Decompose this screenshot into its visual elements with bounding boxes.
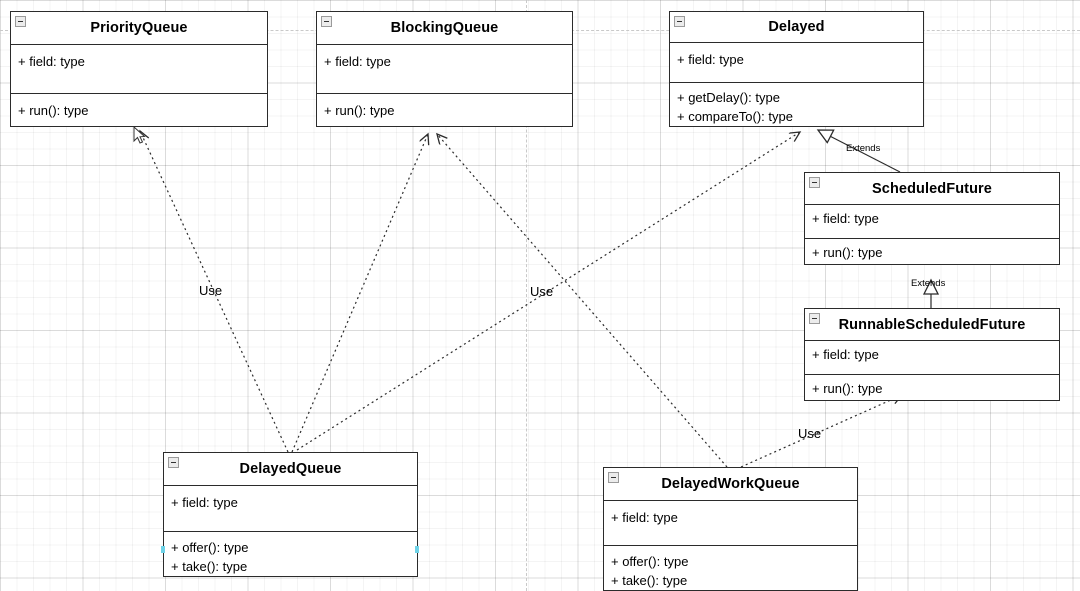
edge-label-use-runnablescheduledfuture: Use (798, 426, 822, 441)
class-methods-priority-queue: + run(): type (11, 92, 267, 127)
class-field: + field: type (611, 509, 678, 525)
class-header-delayed-work-queue: DelayedWorkQueue (604, 468, 857, 501)
class-methods-runnable-scheduled-future: + run(): type (805, 373, 1059, 401)
class-box-priority-queue[interactable]: PriorityQueue + field: type + run(): typ… (10, 11, 268, 127)
mouse-cursor (133, 126, 146, 144)
class-method: + take(): type (611, 573, 688, 588)
class-header-delayed-queue: DelayedQueue (164, 453, 417, 486)
class-method: + take(): type (171, 559, 248, 574)
edge-label-use-priorityqueue: Use (199, 283, 223, 298)
class-method: + run(): type (18, 102, 89, 118)
collapse-icon[interactable] (809, 177, 820, 188)
edge-delayedworkqueue-uses-blockingqueue-line (437, 134, 728, 468)
class-method: + offer(): type (611, 554, 689, 569)
class-name: RunnableScheduledFuture (838, 316, 1026, 333)
edge-label-use-delayed: Use (530, 284, 554, 299)
class-fields-delayed-queue: + field: type (164, 486, 417, 531)
selection-handle-right[interactable] (415, 546, 419, 553)
class-method: + run(): type (812, 380, 883, 396)
class-box-blocking-queue[interactable]: BlockingQueue + field: type + run(): typ… (316, 11, 573, 127)
class-header-delayed: Delayed (670, 12, 923, 44)
class-field: + field: type (324, 54, 391, 69)
edge-label-extends-scheduledfuture: Extends (911, 278, 946, 289)
class-method: + offer(): type (171, 540, 249, 555)
class-methods-delayed-work-queue: + offer(): type + take(): type (604, 545, 857, 590)
class-method: + getDelay(): type (677, 90, 780, 105)
class-methods-blocking-queue: + run(): type (317, 92, 572, 127)
collapse-icon[interactable] (168, 457, 179, 468)
class-box-runnable-scheduled-future[interactable]: RunnableScheduledFuture + field: type + … (804, 308, 1060, 401)
class-methods-delayed-queue: + offer(): type + take(): type (164, 531, 417, 576)
class-methods-scheduled-future: + run(): type (805, 237, 1059, 265)
class-field: + field: type (171, 495, 238, 510)
class-method: + run(): type (324, 102, 395, 118)
class-fields-blocking-queue: + field: type (317, 45, 572, 93)
class-fields-scheduled-future: + field: type (805, 205, 1059, 238)
class-header-blocking-queue: BlockingQueue (317, 12, 572, 45)
class-box-delayed-work-queue[interactable]: DelayedWorkQueue + field: type + offer()… (603, 467, 858, 591)
selection-handle-left[interactable] (161, 546, 165, 553)
class-header-runnable-scheduled-future: RunnableScheduledFuture (805, 309, 1059, 341)
class-name: PriorityQueue (90, 20, 188, 36)
class-field: + field: type (18, 54, 85, 69)
class-method: + compareTo(): type (677, 109, 793, 124)
class-fields-priority-queue: + field: type (11, 45, 267, 93)
class-header-scheduled-future: ScheduledFuture (805, 173, 1059, 205)
class-name: ScheduledFuture (872, 180, 992, 197)
class-name: Delayed (768, 19, 825, 36)
class-name: BlockingQueue (390, 20, 499, 36)
edge-delayedworkqueue-uses-runnablescheduledfuture (740, 395, 902, 468)
edge-delayedqueue-uses-blockingqueue (291, 134, 428, 453)
edge-label-extends-delayed: Extends (846, 143, 881, 154)
class-field: + field: type (812, 347, 879, 362)
class-method: + run(): type (812, 244, 883, 260)
class-fields-runnable-scheduled-future: + field: type (805, 341, 1059, 374)
class-fields-delayed-work-queue: + field: type (604, 501, 857, 545)
collapse-icon[interactable] (809, 313, 820, 324)
class-field: + field: type (677, 52, 744, 68)
collapse-icon[interactable] (321, 16, 332, 27)
class-box-delayed-queue[interactable]: DelayedQueue + field: type + offer(): ty… (163, 452, 418, 577)
collapse-icon[interactable] (608, 472, 619, 483)
collapse-icon[interactable] (674, 16, 685, 27)
class-fields-delayed: + field: type (670, 43, 923, 82)
collapse-icon[interactable] (15, 16, 26, 27)
class-header-priority-queue: PriorityQueue (11, 12, 267, 45)
class-name: DelayedWorkQueue (661, 475, 800, 492)
class-box-delayed[interactable]: Delayed + field: type + getDelay(): type… (669, 11, 924, 127)
class-methods-delayed: + getDelay(): type + compareTo(): type (670, 82, 923, 126)
class-name: DelayedQueue (239, 461, 342, 477)
class-field: + field: type (812, 211, 879, 226)
class-box-scheduled-future[interactable]: ScheduledFuture + field: type + run(): t… (804, 172, 1060, 265)
